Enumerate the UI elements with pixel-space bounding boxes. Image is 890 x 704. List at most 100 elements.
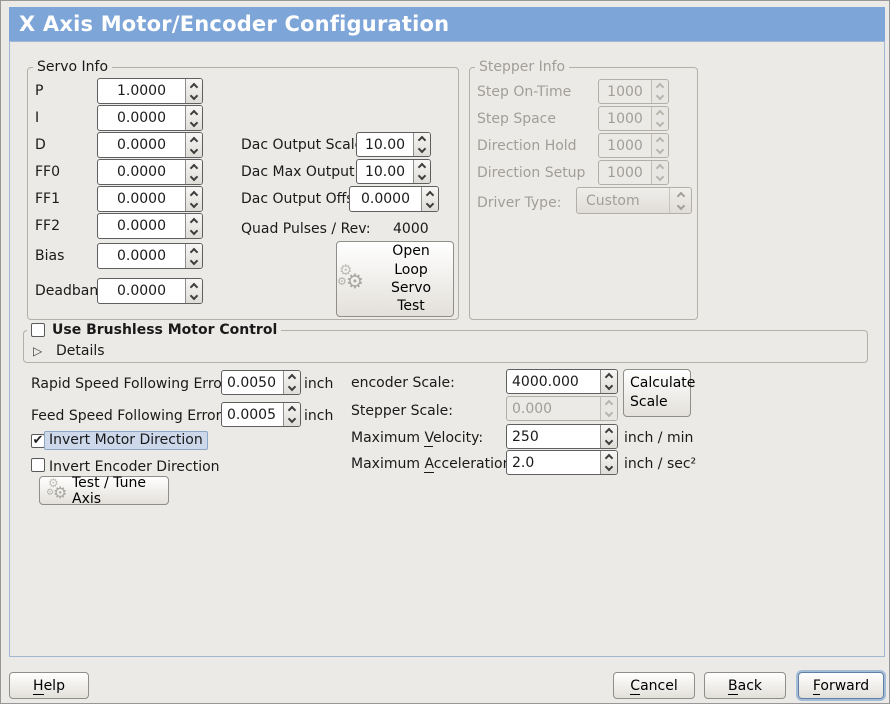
spin-down-icon[interactable] — [189, 118, 199, 127]
spin-up-icon[interactable] — [425, 190, 435, 199]
bias-input[interactable]: 0.0000 — [117, 248, 166, 264]
maximum-acceleration-spinbox[interactable]: 2.0 — [506, 450, 618, 475]
ff1-input[interactable]: 0.0000 — [117, 191, 166, 207]
bias-spin-buttons[interactable] — [185, 244, 202, 268]
details-expander-icon[interactable]: ▷ — [33, 344, 43, 358]
ff0-spinbox[interactable]: 0.0000 — [97, 159, 203, 185]
spin-down-icon[interactable] — [189, 256, 199, 265]
use-brushless-checkbox[interactable] — [31, 323, 45, 337]
ff0-spin-buttons[interactable] — [185, 160, 202, 184]
dac-max-output-input[interactable]: 10.00 — [364, 163, 406, 180]
dac-output-offset-input[interactable]: 0.0000 — [361, 191, 410, 207]
brushless-frame — [23, 330, 868, 363]
back-button[interactable]: Back — [704, 672, 786, 699]
details-expander-label[interactable]: Details — [56, 343, 105, 359]
invert-motor-direction-label[interactable]: Invert Motor Direction — [44, 431, 208, 450]
d-input[interactable]: 0.0000 — [117, 137, 166, 153]
spin-up-icon[interactable] — [604, 372, 614, 382]
spin-up-icon[interactable] — [189, 82, 199, 91]
p-spinbox[interactable]: 1.0000 — [97, 78, 203, 104]
spin-down-icon[interactable] — [604, 381, 614, 391]
ff1-spinbox[interactable]: 0.0000 — [97, 186, 203, 212]
i-spin-buttons[interactable] — [185, 106, 202, 130]
i-input[interactable]: 0.0000 — [117, 110, 166, 126]
spin-up-icon[interactable] — [287, 405, 297, 415]
spin-down-icon[interactable] — [604, 462, 614, 472]
rapid-following-error-unit: inch — [304, 376, 334, 392]
dac-max-output-spinbox[interactable]: 10.00 — [356, 159, 431, 184]
maximum-acceleration-input[interactable]: 2.0 — [512, 454, 535, 471]
invert-encoder-direction-label[interactable]: Invert Encoder Direction — [49, 459, 220, 475]
stepper-info-frame — [469, 67, 698, 320]
test-tune-axis-button[interactable]: ⚙⚙⚙ Test / Tune Axis — [39, 475, 169, 507]
spin-up-icon[interactable] — [189, 247, 199, 256]
spin-up-icon[interactable] — [189, 282, 199, 291]
rapid-following-error-input[interactable]: 0.0050 — [227, 374, 276, 391]
ff0-input[interactable]: 0.0000 — [117, 164, 166, 180]
calculate-scale-button[interactable]: Calculate Scale — [623, 369, 695, 417]
encoder-scale-spinbox[interactable]: 4000.000 — [506, 369, 618, 394]
open-loop-servo-test-label: Open Loop Servo Test — [390, 243, 432, 315]
ff2-spin-buttons[interactable] — [185, 214, 202, 238]
feed-following-error-input[interactable]: 0.0005 — [227, 406, 276, 423]
invert-motor-direction-checkbox[interactable]: ✔ — [31, 434, 45, 448]
spin-up-icon[interactable] — [287, 373, 297, 383]
p-input[interactable]: 1.0000 — [117, 83, 166, 99]
spin-down-icon[interactable] — [189, 172, 199, 181]
deadband-spin-buttons[interactable] — [185, 279, 202, 303]
spin-up-icon[interactable] — [189, 163, 199, 172]
quad-pulses-value: 4000 — [393, 221, 429, 237]
ff2-spinbox[interactable]: 0.0000 — [97, 213, 203, 239]
spin-down-icon[interactable] — [417, 144, 427, 154]
maximum-velocity-spin-buttons[interactable] — [600, 425, 617, 448]
dac-output-offset-spin-buttons[interactable] — [421, 187, 438, 211]
feed-following-error-spinbox[interactable]: 0.0005 — [221, 402, 301, 427]
spin-down-icon[interactable] — [425, 199, 435, 208]
spin-down-icon[interactable] — [189, 291, 199, 300]
d-spinbox[interactable]: 0.0000 — [97, 132, 203, 158]
ff2-input[interactable]: 0.0000 — [117, 218, 166, 234]
open-loop-servo-test-button[interactable]: ⚙⚙⚙ Open Loop Servo Test — [336, 241, 454, 317]
deadband-input[interactable]: 0.0000 — [117, 283, 166, 299]
spin-up-icon[interactable] — [189, 217, 199, 226]
encoder-scale-input[interactable]: 4000.000 — [512, 373, 579, 390]
maximum-velocity-input[interactable]: 250 — [512, 428, 539, 445]
dac-output-offset-spinbox[interactable]: 0.0000 — [349, 186, 439, 212]
spin-down-icon[interactable] — [189, 145, 199, 154]
forward-button[interactable]: Forward — [798, 672, 884, 699]
feed-following-error-spin-buttons[interactable] — [283, 403, 300, 426]
dac-output-scale-spinbox[interactable]: 10.00 — [356, 132, 431, 157]
dac-output-scale-spin-buttons[interactable] — [413, 133, 430, 156]
maximum-acceleration-spin-buttons[interactable] — [600, 451, 617, 474]
deadband-spinbox[interactable]: 0.0000 — [97, 278, 203, 304]
bias-spinbox[interactable]: 0.0000 — [97, 243, 203, 269]
spin-up-icon[interactable] — [417, 162, 427, 172]
spin-down-icon[interactable] — [189, 226, 199, 235]
spin-up-icon — [655, 136, 665, 146]
dac-output-scale-input[interactable]: 10.00 — [364, 136, 406, 153]
spin-up-icon[interactable] — [604, 453, 614, 463]
d-spin-buttons[interactable] — [185, 133, 202, 157]
i-spinbox[interactable]: 0.0000 — [97, 105, 203, 131]
rapid-following-error-spinbox[interactable]: 0.0050 — [221, 370, 301, 395]
encoder-scale-spin-buttons[interactable] — [600, 370, 617, 393]
cancel-button[interactable]: Cancel — [613, 672, 695, 699]
spin-down-icon[interactable] — [287, 382, 297, 392]
spin-up-icon[interactable] — [189, 190, 199, 199]
spin-up-icon[interactable] — [189, 136, 199, 145]
spin-up-icon[interactable] — [189, 109, 199, 118]
invert-encoder-direction-checkbox[interactable] — [31, 458, 45, 472]
spin-down-icon[interactable] — [417, 171, 427, 181]
spin-down-icon[interactable] — [189, 91, 199, 100]
ff1-spin-buttons[interactable] — [185, 187, 202, 211]
rapid-following-error-spin-buttons[interactable] — [283, 371, 300, 394]
spin-down-icon[interactable] — [287, 414, 297, 424]
spin-down-icon[interactable] — [189, 199, 199, 208]
spin-up-icon[interactable] — [604, 427, 614, 437]
dac-max-output-spin-buttons[interactable] — [413, 160, 430, 183]
spin-up-icon[interactable] — [417, 135, 427, 145]
p-spin-buttons[interactable] — [185, 79, 202, 103]
help-button[interactable]: Help — [9, 672, 89, 699]
spin-down-icon[interactable] — [604, 436, 614, 446]
maximum-velocity-spinbox[interactable]: 250 — [506, 424, 618, 449]
